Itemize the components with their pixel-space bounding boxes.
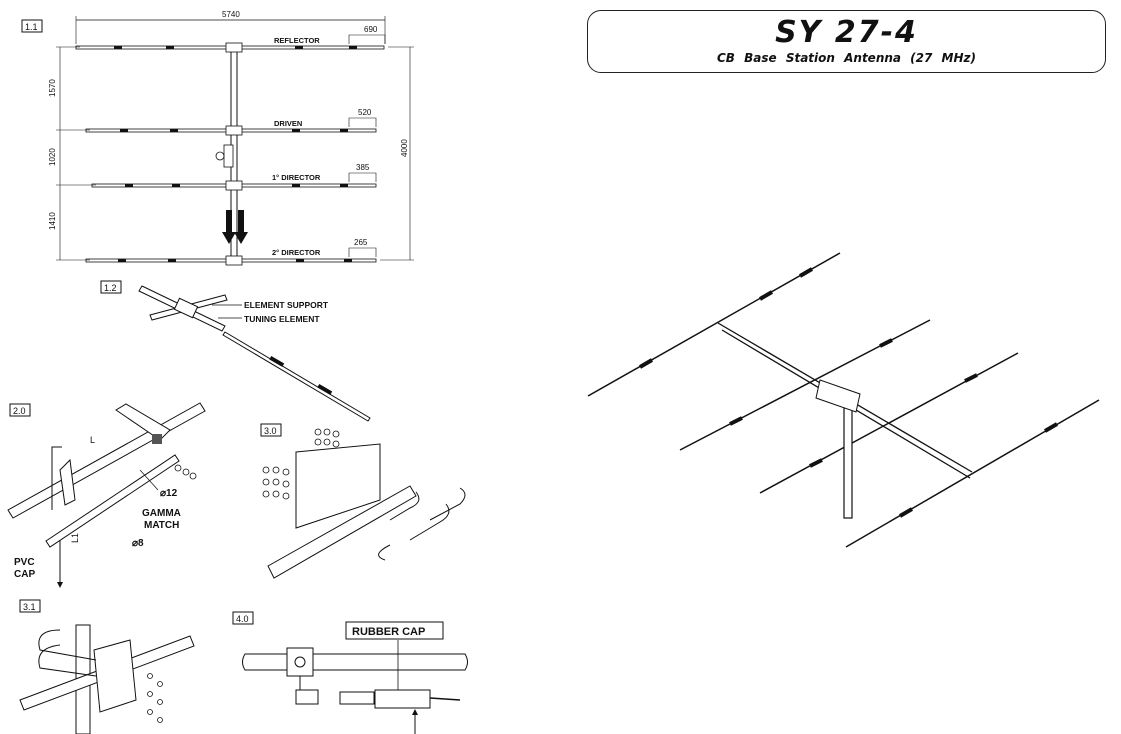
director-1-element bbox=[91, 180, 377, 191]
figure-label-box bbox=[232, 611, 254, 625]
pvc-cap-label-2: CAP bbox=[14, 569, 35, 580]
director-2-label: 2° DIRECTOR bbox=[272, 248, 321, 257]
figure-2-0: 2.0 L L1 ⌀12 ⌀8 GAMMA MATCH PVC CAP bbox=[7, 402, 206, 588]
figure-1-1: 1.1 5740 bbox=[21, 10, 414, 266]
diameter-12-label: ⌀12 bbox=[160, 488, 178, 499]
dim-l: L bbox=[90, 435, 95, 445]
element-support-callout: ELEMENT SUPPORT bbox=[244, 300, 329, 310]
figure-label: 3.0 bbox=[264, 426, 277, 436]
figure-1-2: 1.2 ELEMENT SUPPORT TUNING ELEMENT bbox=[100, 280, 371, 422]
direction-arrows bbox=[222, 210, 248, 244]
figure-label: 3.1 bbox=[23, 602, 36, 612]
gamma-match-label-2: MATCH bbox=[144, 520, 179, 531]
title-box: SY 27-4 CB Base Station Antenna (27 MHz) bbox=[587, 10, 1106, 73]
perspective-driven bbox=[679, 319, 931, 451]
boom-length-value: 4000 bbox=[400, 139, 409, 157]
figure-label-box bbox=[9, 403, 31, 417]
dim-l1: L1 bbox=[70, 533, 80, 543]
reflector-label: REFLECTOR bbox=[274, 36, 320, 45]
pvc-cap-label-1: PVC bbox=[14, 557, 35, 568]
gamma-box bbox=[223, 144, 234, 168]
model-subtitle: CB Base Station Antenna (27 MHz) bbox=[716, 51, 976, 65]
figure-label: 1.2 bbox=[104, 283, 117, 293]
figure-4-0: 4.0 RUBBER CAP bbox=[232, 611, 468, 734]
figure-3-0: 3.0 bbox=[260, 423, 466, 579]
figure-label: 4.0 bbox=[236, 614, 249, 624]
tip-dimensions bbox=[348, 34, 386, 257]
reflector-tip-value: 690 bbox=[364, 25, 378, 34]
figure-label-box bbox=[21, 19, 43, 33]
director-2-tip-value: 265 bbox=[354, 238, 368, 247]
director-1-label: 1° DIRECTOR bbox=[272, 173, 321, 182]
spacing-3-value: 1410 bbox=[48, 212, 57, 230]
reflector-element bbox=[75, 42, 385, 53]
spacing-1-value: 1570 bbox=[48, 79, 57, 97]
gamma-match-label-1: GAMMA bbox=[142, 508, 181, 519]
overall-length-value: 5740 bbox=[222, 10, 240, 19]
driven-label: DRIVEN bbox=[274, 119, 302, 128]
mast bbox=[843, 399, 853, 519]
perspective-director-2 bbox=[845, 399, 1100, 548]
figure-label-box bbox=[100, 280, 122, 294]
tuning-element-callout: TUNING ELEMENT bbox=[244, 314, 320, 324]
diameter-8-label: ⌀8 bbox=[132, 538, 144, 549]
director-1-tip-value: 385 bbox=[356, 163, 370, 172]
driven-tip-value: 520 bbox=[358, 108, 372, 117]
driven-element bbox=[85, 125, 377, 168]
perspective-reflector bbox=[587, 252, 841, 397]
figure-label-box bbox=[260, 423, 282, 437]
figure-3-1: 3.1 bbox=[19, 599, 195, 734]
model-title: SY 27-4 bbox=[775, 15, 918, 50]
figure-label: 2.0 bbox=[13, 406, 26, 416]
rubber-cap-callout: RUBBER CAP bbox=[352, 626, 425, 638]
figure-label-box bbox=[19, 599, 41, 613]
spacing-2-value: 1020 bbox=[48, 148, 57, 166]
spacing-dimensions bbox=[56, 46, 414, 261]
director-2-element bbox=[85, 255, 377, 266]
figure-label: 1.1 bbox=[25, 22, 38, 32]
rubber-cap-label-box bbox=[345, 621, 444, 640]
antenna-perspective-view bbox=[587, 252, 1100, 548]
